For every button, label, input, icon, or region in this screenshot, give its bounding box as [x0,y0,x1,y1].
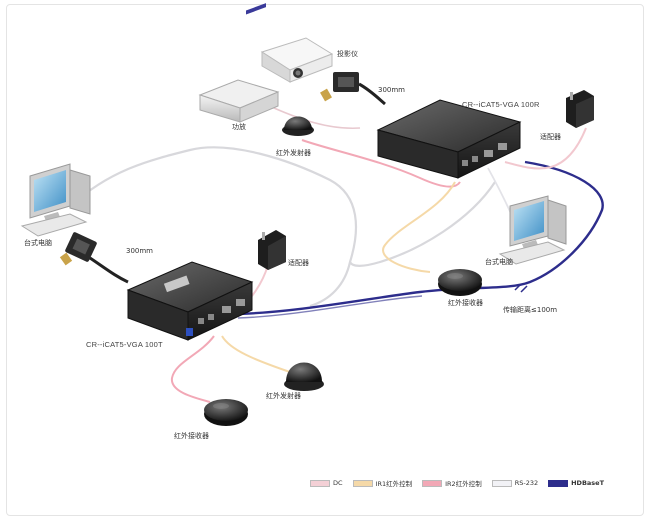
legend-item-hdbaset: HDBaseT [548,479,604,487]
rs232-cable [71,146,358,308]
legend-swatch-ir1 [352,479,373,487]
ir-emitter-top [282,116,314,136]
ir2-cable-bottom [170,335,215,403]
amplifier [198,3,280,123]
label-cable-top: 300mm [378,86,405,94]
audio-cable [264,103,361,130]
legend-swatch-hdbaset [548,479,569,487]
label-ir-emitter-top: 红外发射器 [276,149,311,157]
power-adapter-top [566,90,594,128]
label-amplifier: 功放 [232,123,246,131]
legend-label-hdbaset: HDBaseT [571,479,604,487]
diagram-frame [6,4,644,516]
label-desktop-right: 台式电脑 [485,258,513,266]
power-adapter-left [258,230,286,270]
label-receiver-model: CR--iCAT5-VGA 100R [462,100,540,109]
legend-label-rs232: RS-232 [514,479,539,487]
legend-swatch-dc [310,479,330,487]
legend-swatch-ir2 [422,479,443,487]
legend-swatch-rs232 [491,479,512,487]
vga-connector-left [59,232,129,284]
vga-connector-top [320,72,386,106]
label-projector: 投影仪 [337,50,358,58]
legend: DC IR1红外控制 IR2红外控制 RS-232 HDBaseT [310,478,604,488]
dc-cable-right [504,127,587,170]
label-desktop-left: 台式电脑 [24,239,52,247]
label-ir-receiver-bottom: 红外接收器 [174,432,209,440]
hdbaset-cable [237,160,604,316]
label-adapter-top: 适配器 [540,133,561,141]
receiver-device [376,99,522,179]
legend-item-dc: DC [310,479,343,487]
label-adapter-left: 适配器 [288,259,309,267]
ir-emitter-bottom [284,362,324,391]
ir-receiver-bottom [204,399,248,426]
sender-device [126,261,254,341]
legend-label-dc: DC [333,479,343,487]
legend-label-ir1: IR1红外控制 [375,480,413,488]
label-cable-left: 300mm [126,247,153,255]
legend-label-ir2: IR2红外控制 [445,480,482,488]
legend-item-ir1: IR1红外控制 [352,478,413,488]
distance-break [514,283,528,293]
ir-receiver-mid [438,269,482,296]
label-sender-model: CR--iCAT5-VGA 100T [86,340,163,349]
label-ir-receiver-mid: 红外接收器 [448,299,483,307]
projector [260,37,334,83]
label-distance: 传输距离≤100m [503,306,558,314]
ir1-cable-bottom [221,335,291,373]
desktop-computer-right [498,195,567,265]
legend-item-ir2: IR2红外控制 [422,478,482,488]
rs232-cable-right [349,181,496,267]
label-ir-emitter-bottom: 红外发射器 [266,392,301,400]
ir1-cable-mid [382,181,456,273]
desktop-computer-left [20,163,91,237]
ir2-cable-top [301,139,461,188]
legend-item-rs232: RS-232 [491,479,539,487]
hdbaset-cable-b [237,295,423,319]
